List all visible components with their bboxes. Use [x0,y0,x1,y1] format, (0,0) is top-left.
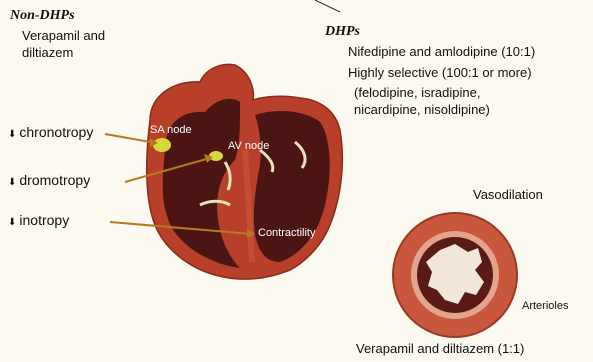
dhp-heading: DHPs [325,24,360,40]
non-dhp-drug-line1: Verapamil and [22,27,105,44]
down-arrow-icon: ⬇ [8,129,16,140]
effect-inotropy-label: inotropy [19,212,69,228]
footer-ratio-label: Verapamil and diltiazem (1:1) [356,340,524,357]
down-arrow-icon: ⬇ [8,217,16,228]
contractility-label: Contractility [258,227,315,239]
down-arrow-icon: ⬇ [8,177,16,188]
dhp-line2: Highly selective (100:1 or more) [348,64,532,81]
effect-dromotropy: ⬇dromotropy [8,172,90,191]
vasodilation-label: Vasodilation [473,186,543,203]
sa-node-label: SA node [150,124,192,136]
effect-chronotropy: ⬇chronotropy [8,124,93,143]
effect-dromotropy-label: dromotropy [19,172,90,188]
av-node [209,151,223,161]
effect-chronotropy-label: chronotropy [19,124,93,140]
dhp-line3: (felodipine, isradipine, [354,84,480,101]
effect-inotropy: ⬇inotropy [8,212,69,231]
top-pointer-line [315,0,340,12]
av-node-label: AV node [228,140,269,152]
non-dhp-drug-line2: diltiazem [22,44,73,61]
arterioles-label: Arterioles [522,300,568,312]
sa-node [153,138,171,152]
dhp-line1: Nifedipine and amlodipine (10:1) [348,43,535,60]
non-dhp-heading: Non-DHPs [10,8,75,24]
dhp-line4: nicardipine, nisoldipine) [354,101,490,118]
